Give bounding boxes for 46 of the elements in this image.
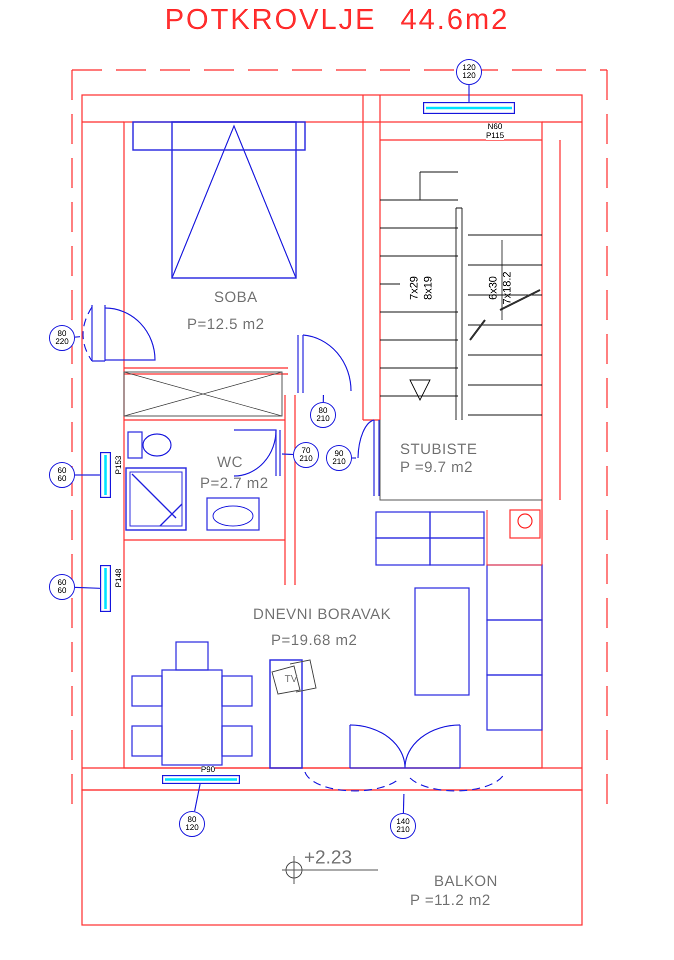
window-code: N60 — [488, 123, 502, 131]
leader-line — [194, 784, 201, 812]
leader-line — [282, 453, 294, 456]
stair-dimension: 7x29 — [410, 276, 420, 300]
opening-tag: 60 60 — [49, 574, 75, 600]
stair-dimension: 8x19 — [424, 276, 434, 300]
room-name: BALKON — [434, 873, 498, 890]
leader-line — [74, 336, 80, 338]
leader-line — [468, 85, 470, 102]
leader-line — [322, 395, 324, 402]
room-name: DNEVNI BORAVAK — [253, 606, 392, 623]
opening-tag: 90 210 — [326, 445, 352, 471]
room-area-label: P=12.5 m2 — [187, 316, 264, 333]
window-symbol — [162, 775, 240, 784]
room-area-label: P =11.2 m2 — [410, 892, 491, 909]
room-area-label: P =9.7 m2 — [400, 459, 474, 476]
leader-line — [75, 474, 100, 476]
room-name: STUBISTE — [400, 441, 478, 458]
stair-dimension: 6x30 — [488, 276, 500, 300]
room-name: WC — [217, 454, 243, 471]
opening-tag: 60 60 — [49, 462, 75, 488]
tv-label: TV — [284, 675, 298, 685]
window-code: P153 — [115, 456, 123, 474]
opening-tag: 80 120 — [179, 811, 205, 837]
window-code: P90 — [200, 766, 216, 774]
opening-tag: 80 220 — [49, 325, 75, 351]
room-area-label: P=2.7 m2 — [200, 475, 269, 492]
door-symbol — [295, 333, 353, 395]
opening-tag: 140 210 — [390, 813, 416, 839]
window-code: P148 — [115, 568, 123, 588]
door-symbol — [80, 305, 156, 363]
opening-tag: 70 210 — [293, 442, 319, 468]
level-mark: +2.23 — [304, 848, 352, 868]
window-symbol — [100, 565, 111, 612]
door-symbol — [356, 418, 380, 498]
room-name: SOBA — [214, 289, 258, 306]
window-code: P115 — [486, 132, 504, 140]
window-symbol — [423, 102, 515, 114]
room-area-label: P=19.68 m2 — [271, 632, 358, 649]
leader-line — [74, 586, 100, 589]
plan-title: POTKROVLJE 44.6m2 — [164, 4, 510, 36]
leader-line — [402, 794, 404, 814]
opening-tag: 120 120 — [456, 59, 482, 85]
window-symbol — [100, 452, 111, 498]
stair-dimension: 7x18.2 — [502, 271, 514, 305]
opening-tag: 80 210 — [310, 402, 336, 428]
